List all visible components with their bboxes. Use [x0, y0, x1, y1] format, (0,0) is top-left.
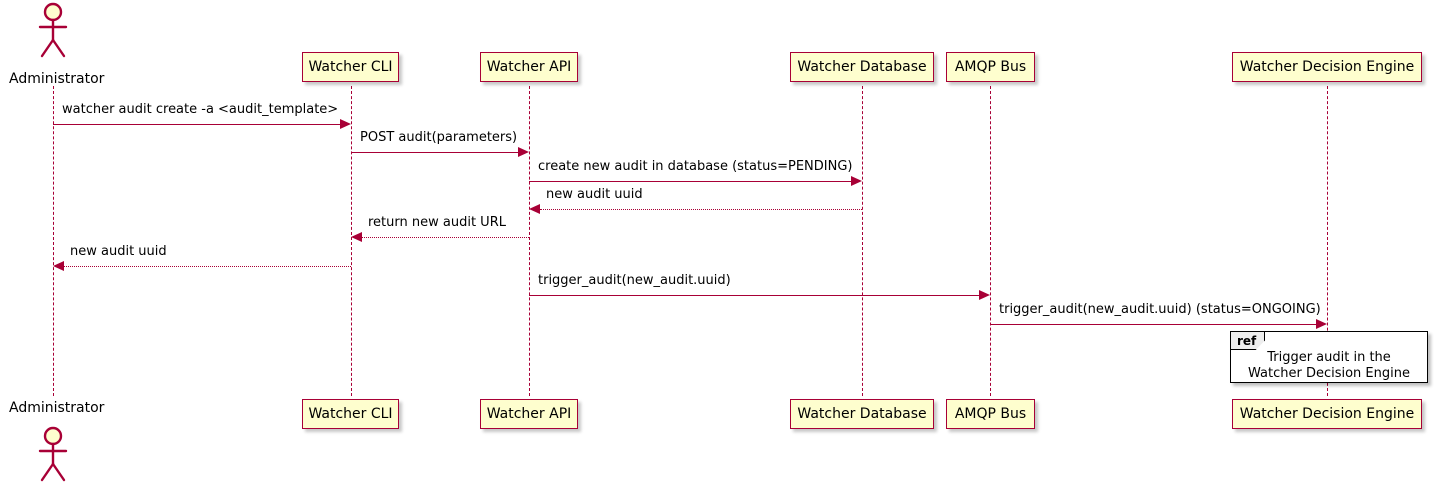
participant-box-watcher-database-top[interactable]: Watcher Database	[790, 52, 934, 82]
message-line-4	[540, 209, 862, 210]
lifeline-watcher-decision-engine	[1327, 86, 1328, 396]
participant-box-watcher-cli-top[interactable]: Watcher CLI	[302, 52, 399, 82]
actor-label-top: Administrator	[9, 71, 105, 87]
participant-label: Watcher API	[486, 59, 572, 75]
message-line-7	[529, 295, 979, 296]
lifeline-watcher-api	[529, 86, 530, 396]
message-arrowhead-8	[1316, 319, 1327, 329]
participant-label: Watcher Decision Engine	[1239, 59, 1415, 75]
participant-label: AMQP Bus	[954, 406, 1027, 422]
message-arrowhead-1	[340, 119, 351, 129]
ref-fragment-line-1: Trigger audit in the	[1267, 350, 1391, 365]
participant-label: Watcher Database	[797, 406, 927, 422]
participant-label: Watcher CLI	[308, 406, 393, 422]
participant-label: Watcher Decision Engine	[1239, 406, 1415, 422]
message-arrowhead-2	[518, 147, 529, 157]
message-label-3: create new audit in database (status=PEN…	[538, 159, 853, 174]
message-line-5	[362, 237, 529, 238]
participant-box-amqp-bus-bottom[interactable]: AMQP Bus	[946, 399, 1035, 429]
participant-box-watcher-decision-engine-top[interactable]: Watcher Decision Engine	[1232, 52, 1422, 82]
participant-label: Watcher Database	[797, 59, 927, 75]
message-arrowhead-5	[351, 232, 362, 242]
message-label-7: trigger_audit(new_audit.uuid)	[538, 273, 731, 288]
participant-box-amqp-bus-top[interactable]: AMQP Bus	[946, 52, 1035, 82]
message-arrowhead-6	[53, 261, 64, 271]
message-arrowhead-7	[979, 290, 990, 300]
message-label-6: new audit uuid	[70, 244, 167, 259]
ref-fragment-tab: ref	[1231, 332, 1266, 350]
participant-box-watcher-database-bottom[interactable]: Watcher Database	[790, 399, 934, 429]
participant-label: Watcher CLI	[308, 59, 393, 75]
participant-label: Watcher API	[486, 406, 572, 422]
message-arrowhead-4	[529, 204, 540, 214]
lifeline-administrator	[53, 86, 54, 396]
actor-label-bottom: Administrator	[9, 400, 105, 416]
message-line-2	[351, 152, 518, 153]
message-line-1	[53, 124, 340, 125]
message-line-8	[990, 324, 1316, 325]
participant-box-watcher-cli-bottom[interactable]: Watcher CLI	[302, 399, 399, 429]
message-line-3	[529, 181, 851, 182]
lifeline-watcher-database	[862, 86, 863, 396]
ref-fragment-line-2: Watcher Decision Engine	[1248, 366, 1410, 381]
message-label-4: new audit uuid	[546, 187, 643, 202]
participant-box-watcher-api-top[interactable]: Watcher API	[480, 52, 578, 82]
message-label-8: trigger_audit(new_audit.uuid) (status=ON…	[999, 302, 1321, 317]
message-label-2: POST audit(parameters)	[360, 130, 518, 145]
message-label-5: return new audit URL	[368, 215, 506, 230]
actor-icon-bottom	[33, 426, 73, 482]
ref-fragment[interactable]: ref Trigger audit in the Watcher Decisio…	[1230, 331, 1428, 383]
lifeline-amqp-bus	[990, 86, 991, 396]
participant-label: AMQP Bus	[954, 59, 1027, 75]
message-label-1: watcher audit create -a <audit_template>	[62, 102, 339, 117]
participant-box-watcher-decision-engine-bottom[interactable]: Watcher Decision Engine	[1232, 399, 1422, 429]
ref-fragment-tab-label: ref	[1237, 333, 1257, 348]
message-line-6	[64, 266, 351, 267]
actor-icon-top	[33, 2, 73, 58]
ref-fragment-body: Trigger audit in the Watcher Decision En…	[1231, 350, 1427, 382]
participant-box-watcher-api-bottom[interactable]: Watcher API	[480, 399, 578, 429]
message-arrowhead-3	[851, 176, 862, 186]
